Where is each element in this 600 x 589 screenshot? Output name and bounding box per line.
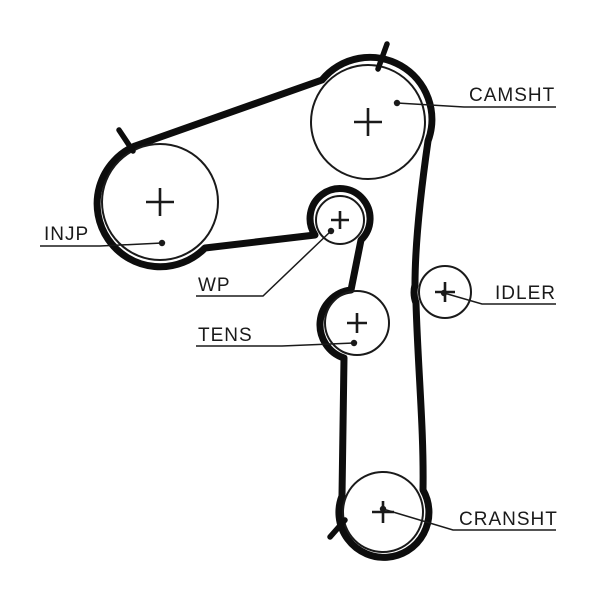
- crankshaft-leader-dot: [379, 505, 387, 513]
- water-pump-crosshair-icon: [331, 211, 349, 229]
- tensioner-pulley: [324, 290, 390, 356]
- idler-leader-dot: [440, 289, 448, 297]
- injection-pump-pulley: [101, 143, 219, 261]
- crankshaft-timing-mark: [327, 517, 348, 540]
- idler-label: IDLER: [495, 283, 556, 304]
- idler-leader-line: [443, 292, 556, 305]
- water-pump-label: WP: [198, 275, 231, 296]
- tensioner-leader-line: [196, 342, 355, 347]
- injection-pump-timing-mark: [116, 127, 136, 154]
- tensioner-label: TENS: [198, 325, 253, 346]
- water-pump-leader-dot: [327, 227, 335, 235]
- tensioner-crosshair-icon: [347, 313, 367, 333]
- camshaft-leader-line: [396, 102, 556, 108]
- injection-pump-crosshair-icon: [146, 188, 174, 216]
- idler-pulley: [418, 265, 472, 319]
- camshaft-crosshair-icon: [354, 108, 382, 136]
- water-pump-leader-line: [196, 230, 332, 297]
- injection-pump-label: INJP: [44, 224, 89, 245]
- injection-pump-leader-line: [40, 242, 163, 247]
- camshaft-label: CAMSHT: [469, 85, 555, 106]
- crankshaft-pulley: [342, 471, 424, 553]
- camshaft-timing-mark: [375, 41, 390, 72]
- timing-belt-path: [93, 53, 436, 561]
- injection-pump-leader-dot: [158, 239, 166, 247]
- water-pump-pulley: [315, 195, 365, 245]
- camshaft-leader-dot: [393, 99, 401, 107]
- crankshaft-leader-line: [382, 508, 556, 531]
- tensioner-leader-dot: [350, 339, 358, 347]
- crankshaft-label: CRANSHT: [459, 509, 558, 530]
- camshaft-pulley: [310, 64, 426, 180]
